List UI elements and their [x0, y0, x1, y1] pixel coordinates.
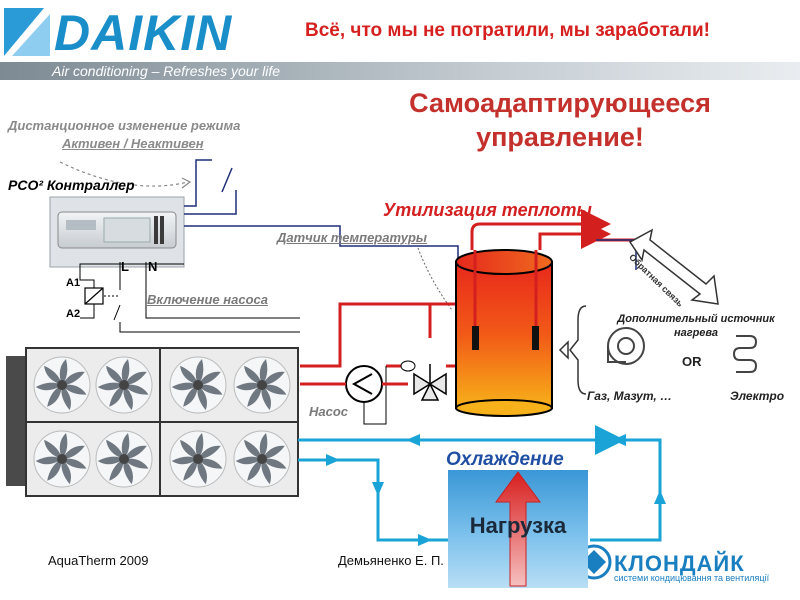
fan-icon	[233, 430, 291, 488]
terminal-a1-label: A1	[66, 277, 81, 289]
electric-heater-icon	[732, 335, 758, 373]
feedback-arrow	[628, 228, 719, 305]
fan-group	[33, 356, 291, 488]
heat-recovery-label: Утилизация теплоты	[383, 200, 592, 220]
fan-icon	[95, 356, 153, 414]
main-title: Самоадаптирующееся управление!	[360, 86, 760, 154]
cooling-arrow-6	[654, 490, 666, 504]
terminal-l-label: L	[121, 259, 129, 274]
fan-icon	[33, 430, 91, 488]
header-slogan: Air conditioning – Refreshes your life	[52, 63, 281, 79]
pump-relay	[79, 262, 300, 333]
controller-label: PCO² Контраллер	[8, 177, 135, 193]
remote-mode-label: Дистанционное изменение режима	[8, 118, 241, 133]
terminal-n-label: N	[148, 259, 158, 274]
gas-burner-icon	[607, 327, 645, 365]
fan-icon	[169, 430, 227, 488]
header-tagline: Всё, что мы не потратили, мы заработали!	[305, 20, 710, 41]
pump-label: Насос	[309, 404, 349, 419]
pump-enable-label: Включение насоса	[147, 292, 268, 307]
or-label: OR	[682, 354, 702, 369]
cooling-label: Охлаждение	[446, 449, 564, 470]
fan-icon	[95, 430, 153, 488]
cooling-arrow-2	[406, 434, 420, 446]
daikin-logo-icon	[4, 8, 50, 56]
fan-icon	[233, 356, 291, 414]
cooling-arrow-5	[418, 534, 432, 546]
main-title-line1: Самоадаптирующееся	[409, 88, 711, 118]
fan-icon	[169, 356, 227, 414]
footer-event: AquaTherm 2009	[48, 553, 149, 568]
fuel-label: Газ, Мазут, …	[587, 389, 673, 403]
load-up-arrow	[495, 471, 541, 587]
aux-bracket	[558, 305, 587, 395]
extra-source-title: Дополнительный источник нагрева	[617, 313, 775, 339]
remote-switch	[184, 159, 237, 215]
cooling-arrow-3	[326, 454, 340, 466]
partner-name: КЛОНДАЙК	[614, 551, 745, 576]
remote-mode-status: Активен / Неактивен	[62, 136, 204, 151]
brand-name: DAIKIN	[54, 5, 233, 61]
electric-label: Электро	[730, 389, 785, 403]
cooling-arrow-1	[612, 434, 626, 446]
slogan-band	[0, 62, 800, 80]
cooling-arrow-4	[372, 482, 384, 496]
hot-water-pipes	[300, 209, 640, 368]
three-way-valve	[400, 360, 447, 401]
temp-sensor-label: Датчик температуры	[277, 230, 427, 245]
terminal-a2-label: A2	[66, 308, 81, 320]
storage-tank	[455, 249, 553, 417]
load-label: Нагрузка	[469, 513, 567, 538]
footer-author: Демьяненко Е. П.	[338, 553, 444, 568]
main-title-line2: управление!	[476, 122, 644, 152]
partner-subtitle: системи кондицювання та вентиляції	[614, 573, 770, 583]
sensor-pointer	[417, 247, 453, 311]
pco-controller	[49, 196, 185, 268]
header-band	[0, 0, 800, 62]
fan-icon	[33, 356, 91, 414]
remote-pointer-arrow	[181, 177, 192, 189]
